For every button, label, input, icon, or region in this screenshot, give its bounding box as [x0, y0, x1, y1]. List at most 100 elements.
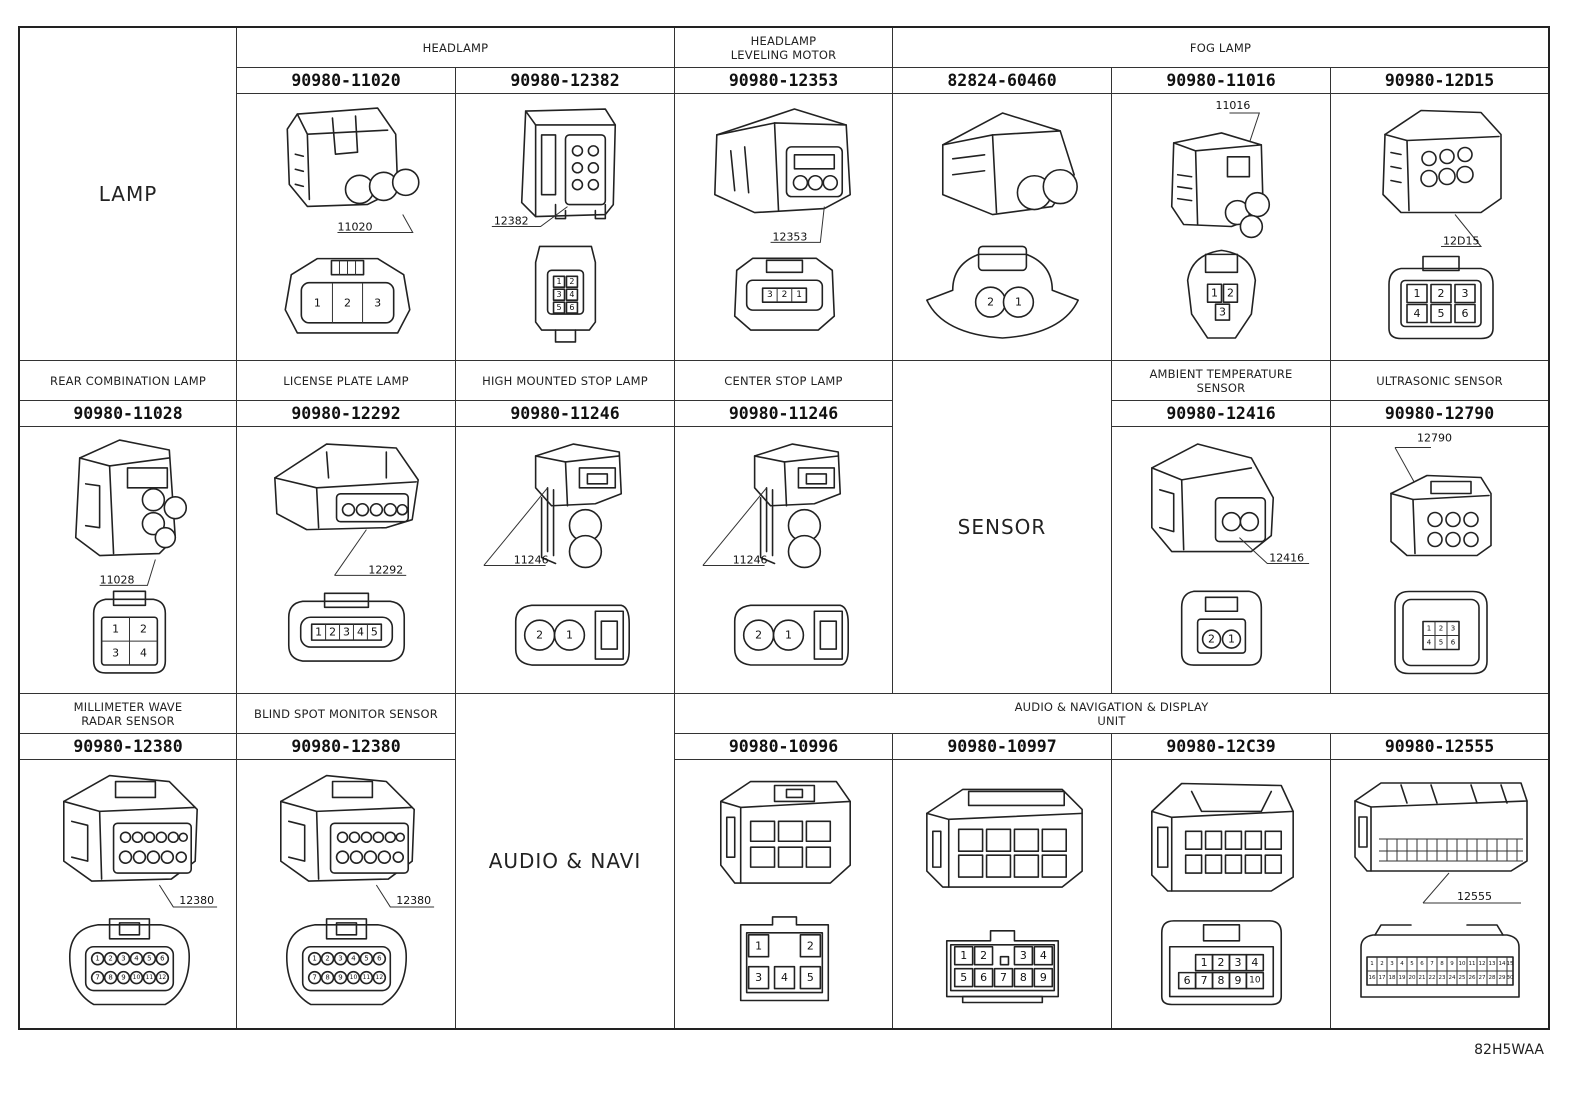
category-lamp: LAMP	[20, 28, 237, 361]
pin-number: 24	[1449, 975, 1456, 981]
part-number: 90980-12555	[1331, 734, 1548, 760]
pin-number: 1	[312, 955, 316, 963]
pin-number: 2	[980, 949, 987, 962]
connector-callout: 12380	[179, 894, 214, 907]
pin-number: 11	[1469, 961, 1476, 967]
pin-number: 2	[108, 955, 112, 963]
pin-number: 10	[350, 974, 358, 981]
pin-number: 5	[960, 971, 967, 984]
connector-callout: 11016	[1216, 99, 1251, 112]
pin-number: 1	[315, 626, 322, 639]
pin-number: 7	[1430, 961, 1434, 967]
connector-callout: 12555	[1457, 890, 1492, 903]
pin-number: 30	[1507, 975, 1514, 981]
pin-number: 12	[1479, 961, 1486, 967]
pin-number: 14	[1499, 961, 1506, 967]
connector-figure-12416: 12416 2 1	[1112, 427, 1331, 694]
pin-number: 10	[1249, 976, 1261, 986]
part-number: 90980-11016	[1112, 68, 1331, 94]
header-ambient-temperature-sensor: AMBIENT TEMPERATURE SENSOR	[1112, 361, 1331, 401]
pin-number: 4	[1414, 307, 1421, 320]
pin-number: 7	[1000, 971, 1007, 984]
pin-number: 1	[556, 277, 561, 286]
connector-callout: 12416	[1269, 551, 1304, 564]
pin-number: 3	[1219, 306, 1226, 319]
pin-number: 5	[1410, 961, 1414, 967]
pin-number: 4	[1040, 949, 1047, 962]
pin-number: 1	[566, 629, 573, 642]
category-audio-navi: AUDIO & NAVI	[456, 694, 675, 1028]
pin-number: 9	[1450, 961, 1454, 967]
header-headlamp: HEADLAMP	[237, 28, 675, 68]
pin-number: 1	[1211, 287, 1218, 300]
pin-number: 2	[782, 290, 788, 300]
pin-number: 5	[364, 955, 368, 963]
pin-number: 12	[376, 974, 384, 981]
pin-number: 1	[960, 949, 967, 962]
pin-number: 2	[1438, 287, 1445, 300]
pin-number: 3	[1020, 949, 1027, 962]
connector-drawing: 12790 1 2 3 4 5 6	[1390, 432, 1492, 675]
pin-number: 19	[1399, 975, 1406, 981]
pin-number: 1	[112, 623, 119, 636]
pin-number: 6	[569, 303, 574, 312]
pin-number: 1	[796, 290, 802, 300]
connector-callout: 12790	[1417, 432, 1452, 445]
pin-number: 8	[325, 974, 329, 982]
pin-number: 3	[1234, 956, 1241, 969]
pin-number: 6	[377, 955, 381, 963]
connector-drawing: 12353 3 2 1	[714, 108, 851, 331]
pin-number: 2	[807, 939, 814, 952]
connector-callout: 12D15	[1443, 235, 1479, 248]
pin-number: 9	[1234, 974, 1241, 987]
connector-figure-12353: 12353 3 2 1	[675, 94, 893, 361]
header-high-mounted-stop-lamp: HIGH MOUNTED STOP LAMP	[456, 361, 675, 401]
header-fog-lamp: FOG LAMP	[893, 28, 1548, 68]
pin-number: 7	[312, 974, 316, 982]
connector-figure-12555: 12555 1 2 3 4 5 6 7 8 9 10 11 12 13 14 1…	[1331, 760, 1548, 1028]
pin-number: 23	[1439, 975, 1446, 981]
pin-number: 4	[1400, 961, 1404, 967]
connector-callout: 11028	[100, 573, 135, 586]
connector-drawing: 12380 1 2 3 4 5 6 7 8 9 10 11 12	[63, 774, 218, 1006]
connector-figure-12382: 12382 1 2 3 4 5 6	[456, 94, 675, 361]
pin-number: 4	[351, 955, 356, 963]
pin-number: 4	[357, 626, 364, 639]
pin-number: 6	[1420, 961, 1424, 967]
pin-number: 17	[1379, 975, 1386, 981]
part-number: 90980-10996	[675, 734, 893, 760]
header-center-stop-lamp: CENTER STOP LAMP	[675, 361, 893, 401]
connector-figure-12790: 12790 1 2 3 4 5 6	[1331, 427, 1548, 694]
connector-drawing: 12555 1 2 3 4 5 6 7 8 9 10 11 12 13 14 1…	[1354, 782, 1528, 998]
pin-number: 12	[159, 974, 167, 981]
pin-number: 1	[314, 296, 321, 309]
pin-number: 3	[121, 955, 125, 963]
pin-number: 8	[1020, 971, 1027, 984]
connector-drawing: 1 2 3 4 6 7 8 9 10	[1151, 782, 1294, 1006]
part-number: 90980-12380	[20, 734, 237, 760]
pin-number: 16	[1369, 975, 1376, 981]
pin-number: 5	[1439, 639, 1443, 647]
connector-figure-11016: 11016 1 2 3	[1112, 94, 1331, 361]
pin-number: 1	[1015, 296, 1022, 309]
pin-number: 8	[1440, 961, 1444, 967]
part-number: 90980-12353	[675, 68, 893, 94]
pin-number: 8	[108, 974, 112, 982]
pin-number: 2	[329, 626, 336, 639]
pin-number: 2	[325, 955, 329, 963]
connector-reference-sheet: LAMP HEADLAMP HEADLAMP LEVELING MOTOR FO…	[18, 26, 1550, 1030]
pin-number: 7	[1201, 974, 1208, 987]
pin-number: 2	[1208, 633, 1215, 646]
pin-number: 22	[1429, 975, 1436, 981]
header-license-plate-lamp: LICENSE PLATE LAMP	[237, 361, 456, 401]
header-headlamp-leveling-motor: HEADLAMP LEVELING MOTOR	[675, 28, 893, 68]
pin-number: 3	[767, 290, 773, 300]
connector-callout: 12382	[494, 215, 529, 228]
pin-number: 3	[1462, 287, 1469, 300]
pin-number: 1	[1427, 625, 1431, 633]
part-number: 90980-12292	[237, 401, 456, 427]
connector-figure-12380: 12380 1 2 3 4 5 6 7 8 9 10 11 12	[20, 760, 237, 1028]
header-ultrasonic-sensor: ULTRASONIC SENSOR	[1331, 361, 1548, 401]
connector-drawing: 11246 2 1	[483, 443, 631, 666]
connector-figure-12C39: 1 2 3 4 6 7 8 9 10	[1112, 760, 1331, 1028]
